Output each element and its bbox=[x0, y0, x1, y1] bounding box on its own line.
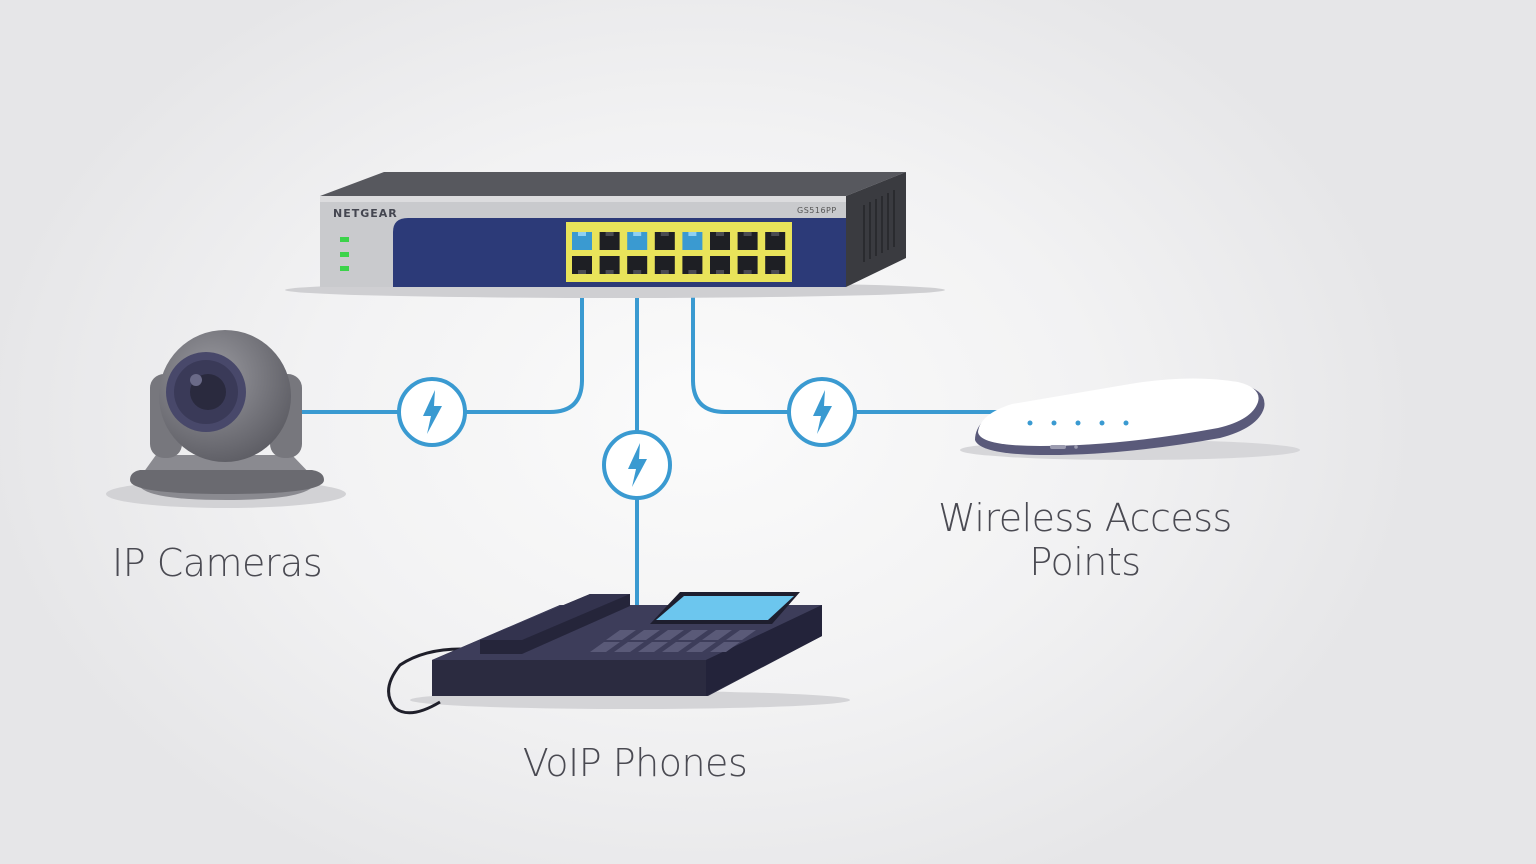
switch-port-notch bbox=[660, 232, 669, 236]
ap-status-dot bbox=[1123, 420, 1129, 426]
lightning-bolt-icon bbox=[813, 390, 832, 434]
ap-cable bbox=[691, 278, 1000, 414]
switch-port bbox=[599, 232, 620, 250]
ap-status-dot bbox=[1099, 420, 1105, 426]
switch-ports bbox=[572, 232, 786, 274]
switch-port-notch bbox=[633, 232, 642, 236]
status-led-1 bbox=[340, 237, 349, 242]
lightning-bolt-icon bbox=[423, 390, 442, 434]
switch-port bbox=[682, 232, 703, 250]
wireless-access-point-icon bbox=[960, 378, 1300, 460]
switch-port bbox=[654, 256, 675, 274]
status-led-2 bbox=[340, 252, 349, 257]
ap-status-dot bbox=[1027, 420, 1033, 426]
switch-port bbox=[737, 232, 758, 250]
switch-port-notch bbox=[633, 270, 642, 274]
poe-badge-camera bbox=[397, 377, 467, 447]
lightning-bolt-icon bbox=[628, 443, 647, 487]
switch-port-notch bbox=[743, 232, 752, 236]
camera-cable bbox=[300, 278, 584, 414]
poe-badge-phone bbox=[602, 430, 672, 500]
switch-vent bbox=[863, 190, 895, 262]
switch-brand: NETGEAR bbox=[333, 207, 398, 220]
switch-port bbox=[765, 232, 786, 250]
wireless-access-points-label-line2: Points bbox=[1029, 540, 1141, 584]
poe-badge-ap bbox=[787, 377, 857, 447]
wireless-access-points-label: Wireless Access Points bbox=[930, 496, 1240, 584]
switch-port-notch bbox=[716, 270, 724, 274]
phone-keypad bbox=[590, 630, 756, 652]
ip-camera-icon bbox=[106, 330, 346, 508]
switch-port bbox=[627, 232, 648, 250]
switch-port bbox=[710, 232, 730, 250]
voip-phones-label: VoIP Phones bbox=[522, 741, 748, 785]
switch-port-notch bbox=[771, 270, 780, 274]
switch-port bbox=[654, 232, 675, 250]
switch-port-notch bbox=[716, 232, 724, 236]
switch-port-notch bbox=[660, 270, 669, 274]
ap-status-dot bbox=[1075, 420, 1081, 426]
switch-port bbox=[627, 256, 648, 274]
switch-port bbox=[765, 256, 786, 274]
switch-port bbox=[710, 256, 730, 274]
switch-port-notch bbox=[688, 232, 697, 236]
switch-port-notch bbox=[605, 270, 614, 274]
switch-port bbox=[599, 256, 620, 274]
switch-port-notch bbox=[771, 232, 780, 236]
switch-model: GS516PP bbox=[797, 206, 837, 215]
switch-port-notch bbox=[605, 232, 614, 236]
wireless-access-points-label-line1: Wireless Access bbox=[938, 496, 1232, 540]
ap-status-dot bbox=[1051, 420, 1057, 426]
voip-phone-icon bbox=[387, 592, 850, 715]
switch-port-notch bbox=[743, 270, 752, 274]
status-led-3 bbox=[340, 266, 349, 271]
switch-port bbox=[737, 256, 758, 274]
poe-switch: NETGEAR GS516PP bbox=[285, 172, 945, 298]
switch-port bbox=[572, 256, 592, 274]
ip-cameras-label: IP Cameras bbox=[112, 541, 323, 585]
switch-port-notch bbox=[688, 270, 697, 274]
switch-port-notch bbox=[578, 232, 586, 236]
switch-port bbox=[682, 256, 703, 274]
switch-port bbox=[572, 232, 592, 250]
switch-port-notch bbox=[578, 270, 586, 274]
